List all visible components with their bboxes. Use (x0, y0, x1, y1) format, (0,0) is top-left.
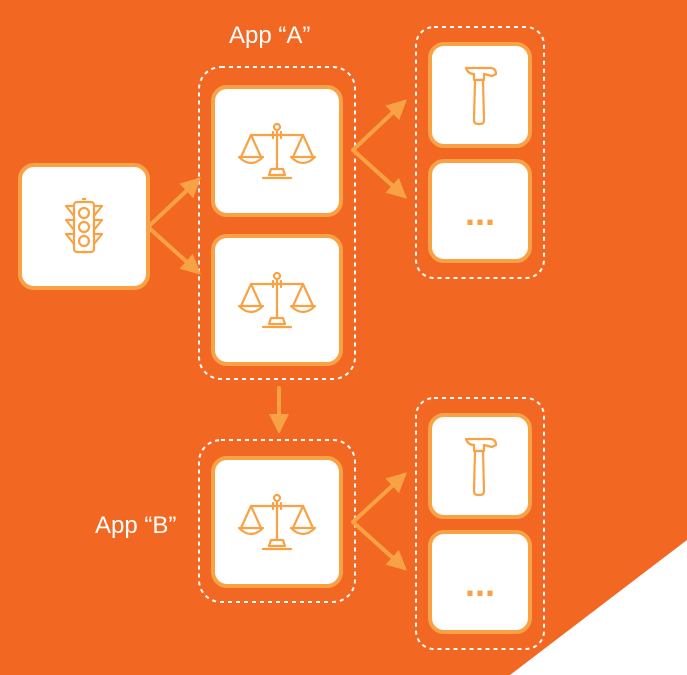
arrow-b-to-more (351, 520, 407, 571)
app-b-label: App “B” (95, 512, 177, 539)
more-a-node (428, 159, 532, 263)
arrow-a-to-more (351, 148, 407, 199)
app-a-label: App “A” (229, 22, 311, 49)
arrow-light-to-a-bottom (146, 225, 201, 275)
arrow-b-to-tool (351, 472, 407, 524)
tool-b-node (428, 413, 532, 519)
more-b-text: ... (465, 563, 495, 604)
arrow-light-to-a-top (146, 177, 201, 229)
more-b-node (428, 530, 532, 634)
tools-a-group (415, 26, 545, 279)
more-a-text: ... (465, 192, 495, 233)
corner-shape (510, 540, 687, 675)
app-b-group (198, 439, 356, 603)
tool-a-node (428, 42, 532, 148)
tools-b-group (415, 397, 545, 650)
app-a-group (198, 66, 356, 380)
traffic-light-node (18, 163, 150, 290)
arrow-a-to-tool (351, 99, 407, 152)
